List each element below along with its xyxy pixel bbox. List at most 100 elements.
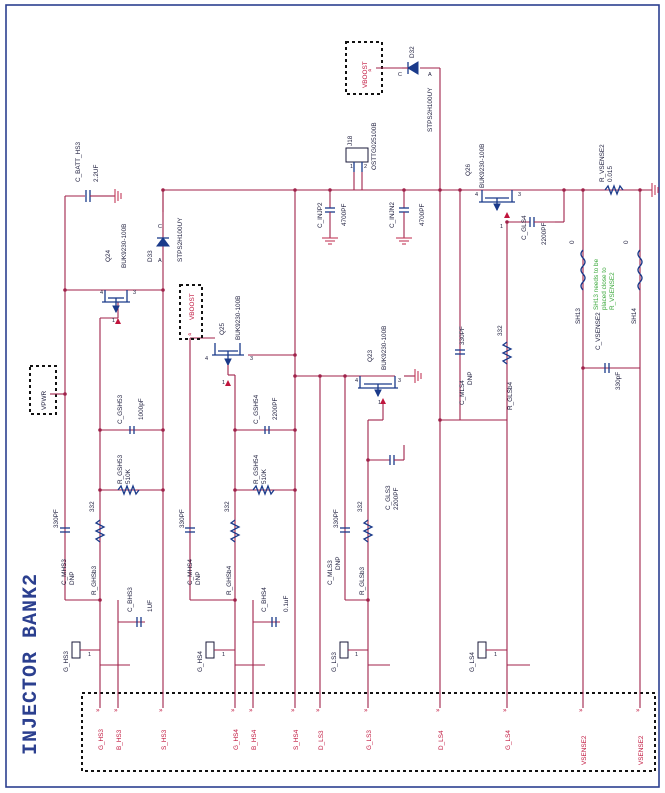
svg-text:SH13 needs to be: SH13 needs to be (593, 258, 600, 310)
svg-text:STPS2H100UY: STPS2H100UY (177, 217, 184, 262)
svg-text:1UF: 1UF (147, 600, 154, 612)
svg-text:C_MHS3: C_MHS3 (61, 559, 68, 585)
svg-text:D32: D32 (409, 46, 416, 58)
c-mls4: 330PF C_MLS4 DNP (455, 326, 474, 405)
svg-text:BUK9230-100B: BUK9230-100B (381, 326, 388, 370)
svg-text:1: 1 (88, 652, 91, 658)
svg-text:2200PF: 2200PF (272, 398, 279, 420)
svg-text:G_HS4: G_HS4 (197, 651, 204, 672)
g-ls3-pad: G_LS3 1 (331, 641, 368, 672)
svg-text:Q24: Q24 (105, 249, 112, 262)
svg-text:»: » (364, 707, 368, 714)
svg-text:C_BHS4: C_BHS4 (261, 587, 268, 612)
connector-label: G_LS3 (366, 730, 373, 750)
svg-text:G_LS4: G_LS4 (469, 652, 476, 672)
svg-text:1: 1 (222, 652, 225, 658)
svg-text:C_MLS4: C_MLS4 (459, 380, 466, 405)
c-gls4: C_GLS4 2200PF (521, 215, 555, 245)
vpwr-net: VPWR (29, 365, 67, 415)
svg-text:DNP: DNP (467, 372, 474, 386)
g-hs3-pad: G_HS3 1 (63, 641, 100, 672)
svg-text:1: 1 (222, 380, 225, 386)
d33-diode: C A D33 STPS2H100UY (147, 217, 184, 264)
svg-text:A: A (158, 258, 162, 264)
svg-text:J18: J18 (347, 135, 354, 146)
svg-text:C_GLS3: C_GLS3 (385, 485, 392, 510)
svg-text:DNP: DNP (195, 572, 202, 586)
svg-text:C: C (398, 72, 402, 78)
svg-text:1: 1 (355, 652, 358, 658)
c-mls3: 330PF C_MLS3 DNP (327, 509, 350, 585)
junctions (63, 188, 642, 602)
connector-label: VSENSE2 (581, 735, 588, 765)
c-mhs4: 330PF C_MHS4 DNP (179, 509, 202, 585)
svg-text:1: 1 (494, 652, 497, 658)
svg-text:3: 3 (250, 356, 253, 362)
connector-label: G_LS4 (505, 730, 512, 750)
svg-text:placed close to: placed close to (601, 267, 608, 310)
svg-text:R_VSENSE2: R_VSENSE2 (609, 272, 616, 310)
svg-text:D33: D33 (147, 250, 154, 262)
svg-text:330pF: 330pF (615, 372, 622, 390)
c-gsh54: C_GSH54 2200PF (253, 394, 279, 434)
svg-text:VPWR: VPWR (41, 390, 48, 410)
svg-text:332: 332 (224, 501, 231, 512)
vboost-q25: VBOOST « (179, 284, 203, 340)
c-gsh53: C_GSH53 1000pF (117, 394, 145, 434)
q25-mosfet: 4 3 1 Q25 BUK9230-100B (205, 296, 253, 386)
svg-text:1: 1 (112, 318, 115, 324)
svg-text:4: 4 (205, 356, 208, 362)
c-batt-hs3: C_BATT_HS3 2.2UF (75, 142, 122, 203)
svg-text:C_MLS3: C_MLS3 (327, 560, 334, 585)
svg-text:VBOOST: VBOOST (189, 293, 196, 320)
r-glsb4: 332 R_GLSb4 (497, 325, 514, 410)
connector-label: D_LS4 (438, 730, 445, 750)
c-injp2: C_INJP2 4700PF (317, 202, 348, 245)
connector-label: G_HS3 (98, 729, 105, 750)
c-gls3: C_GLS3 2200PF (385, 445, 405, 510)
svg-text:»: » (96, 707, 100, 714)
svg-text:2200PF: 2200PF (541, 223, 548, 245)
svg-text:G_HS3: G_HS3 (63, 651, 70, 672)
svg-text:»: » (579, 707, 583, 714)
svg-text:C_GLS4: C_GLS4 (521, 215, 528, 240)
page-title: INJECTOR BANK2 (20, 573, 43, 755)
svg-text:3: 3 (133, 290, 136, 296)
svg-text:OSTTG025100B: OSTTG025100B (371, 122, 378, 170)
connector-label: B_HS4 (251, 729, 258, 750)
svg-text:Q26: Q26 (465, 163, 472, 176)
sh13-shunt: SH13 0 (569, 240, 586, 324)
svg-text:DNP: DNP (69, 572, 76, 586)
svg-text:332: 332 (497, 325, 504, 336)
svg-text:330PF: 330PF (53, 509, 60, 528)
svg-text:332: 332 (357, 501, 364, 512)
c-mhs3: 330PF C_MHS3 DNP (53, 509, 76, 585)
c-bhs3: C_BHS3 1UF (127, 587, 154, 627)
svg-text:1000pF: 1000pF (138, 398, 145, 420)
svg-text:R_GLSb3: R_GLSb3 (359, 566, 366, 595)
r-gsh53: R_GSH53 510K (117, 454, 140, 496)
svg-text:»: » (159, 707, 163, 714)
connector-label: G_HS4 (233, 729, 240, 750)
svg-text:A: A (428, 72, 432, 78)
svg-text:4700PF: 4700PF (341, 204, 348, 226)
q23-mosfet: 4 3 1 Q23 BUK9230-100B (355, 326, 422, 406)
svg-text:4: 4 (355, 378, 358, 384)
g-ls4-pad: G_LS4 1 (469, 641, 507, 672)
connector-label: VSENSE2 (638, 735, 645, 765)
svg-text:1: 1 (350, 164, 353, 170)
svg-text:1: 1 (378, 400, 381, 406)
connector-label: S_HS3 (161, 729, 168, 750)
vboost-top: VBOOST « (345, 41, 402, 95)
c-injn2: C_INJN2 4700PF (389, 202, 426, 245)
r-glsb3: 332 R_GLSb3 (357, 501, 374, 595)
r-ghsb4: 332 R_GHSb4 (224, 501, 241, 595)
svg-text:0: 0 (623, 240, 630, 244)
svg-text:3: 3 (518, 192, 521, 198)
svg-text:»: » (503, 707, 507, 714)
svg-text:»: » (249, 707, 253, 714)
svg-text:»: » (316, 707, 320, 714)
svg-text:332: 332 (89, 501, 96, 512)
svg-text:STPS2H100UY: STPS2H100UY (427, 87, 434, 132)
